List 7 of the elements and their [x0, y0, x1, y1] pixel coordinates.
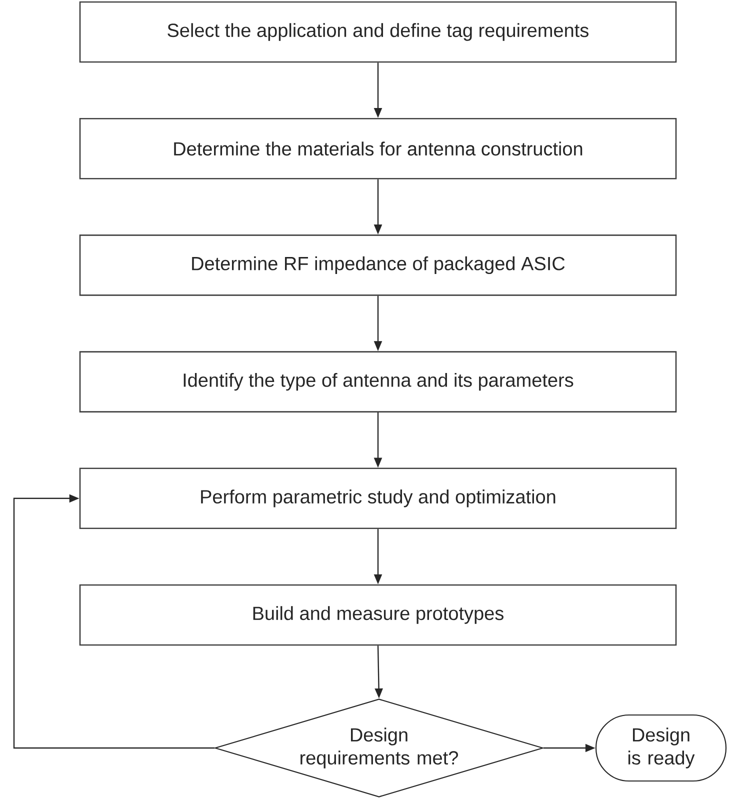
process-box: Select the application and define tag requirements [79, 1, 677, 63]
process-box: Build and measure prototypes [79, 584, 677, 646]
arrow [13, 494, 214, 749]
process-box: Determine the materials for antenna construction [79, 118, 677, 180]
process-box: Perform parametric study and optimization [79, 468, 677, 530]
process-box: Identify the type of antenna and its parameters [79, 351, 677, 412]
process-box: Determine RF impedance of packaged ASIC [79, 234, 677, 296]
